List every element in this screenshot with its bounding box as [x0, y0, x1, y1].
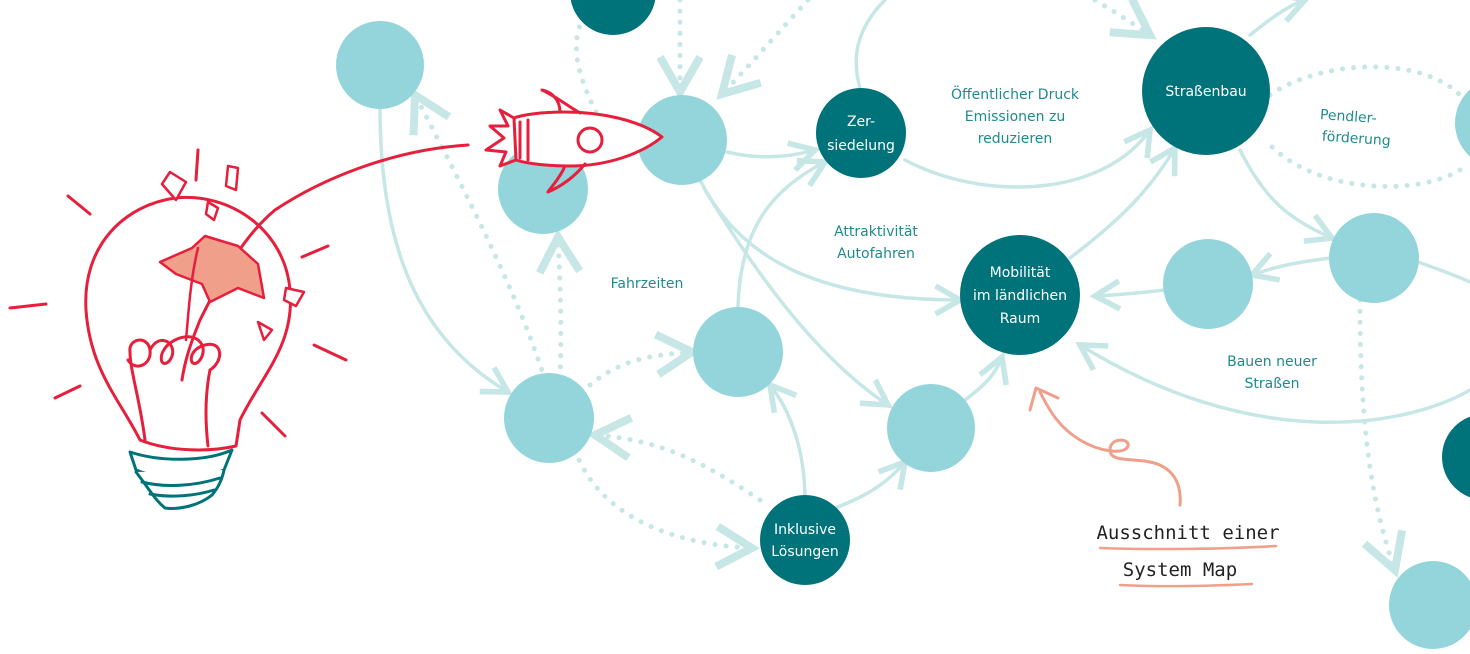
zersiedelung-label-2: siedelung [827, 138, 895, 154]
label-attraktivitaet-1: Attraktivität [834, 224, 918, 240]
label-pendler-1: Pendler- [1319, 107, 1377, 127]
node-mid-light[interactable] [693, 307, 783, 397]
edge-zersiedelung-to-strassenbau [903, 125, 1154, 189]
node-mid-left-light[interactable] [504, 373, 594, 463]
zersiedelung-label-1: Zer- [847, 114, 875, 130]
annotation-arrow-icon [1038, 390, 1182, 507]
inklusive-label-1: Inklusive [774, 522, 836, 538]
label-oeffentlicher-druck-2: Emissionen zu [965, 109, 1065, 125]
edge-dotted-mid-to-midlight [587, 330, 701, 388]
edge-dotted-mid-to-left [409, 87, 548, 383]
label-oeffentlicher-druck-3: reduzieren [978, 131, 1053, 147]
light-bulb-sketch-icon [8, 143, 470, 510]
edge-midlight-to-zersiedelung [736, 157, 831, 310]
node-mid-right-light[interactable] [1163, 239, 1253, 329]
annotation-line-2: System Map [1123, 559, 1237, 581]
edge-rightlight-to-midrightlight [1246, 251, 1332, 283]
annotation-line-1: Ausschnitt einer [1096, 522, 1279, 544]
mobilitaet-label-1: Mobilität [990, 265, 1051, 281]
label-bauen-neuer-strassen-2: Straßen [1244, 376, 1299, 392]
edge-dotted-mid-to-inklusive [572, 447, 761, 571]
nodes [336, 0, 1470, 649]
node-labels: Zer- siedelung Straßenbau Mobilität im l… [771, 84, 1246, 560]
mobilitaet-label-3: Raum [1000, 311, 1041, 327]
label-oeffentlicher-druck-1: Öffentlicher Druck [951, 85, 1080, 103]
annotation: Ausschnitt einer System Map [1028, 386, 1280, 588]
edge-lowerlight-to-mobilitaet [963, 351, 1009, 402]
edge-midrightlight-to-mobilitaet [1089, 278, 1166, 312]
mobilitaet-label-2: im ländlichen [973, 288, 1067, 304]
edge-top-to-zersiedelung [854, 0, 887, 90]
node-left-light[interactable] [336, 21, 424, 109]
edges [378, 0, 1470, 510]
node-right-light[interactable] [1329, 213, 1419, 303]
dotted-edges [409, 0, 1463, 578]
label-bauen-neuer-strassen-1: Bauen neuer [1227, 354, 1317, 370]
label-attraktivitaet-2: Autofahren [837, 246, 915, 262]
annotation-arrowhead-icon [1028, 386, 1060, 412]
node-zersiedelung[interactable] [816, 88, 906, 178]
edge-rocketnode-to-zersiedelung [725, 140, 821, 173]
node-edge-right-light[interactable] [1455, 78, 1470, 168]
node-inklusive[interactable] [760, 495, 850, 585]
edge-right-to-mobilitaet [1075, 342, 1470, 424]
rocket-sketch-icon [484, 88, 664, 194]
inklusive-label-2: Lösungen [771, 544, 839, 560]
edge-dotted-rightlight-to-bottomright [1357, 297, 1407, 578]
edge-labels: Öffentlicher Druck Emissionen zu reduzie… [611, 85, 1392, 392]
edge-dotted-mid-to-rocketsub [536, 228, 583, 381]
edge-dotted-to-strassenbau [1092, 0, 1157, 40]
label-fahrzeiten: Fahrzeiten [611, 276, 684, 292]
edge-strassenbau-to-rightlight [1238, 148, 1338, 244]
annotation-underline-2 [1118, 582, 1254, 588]
node-edge-right-dark[interactable] [1442, 414, 1470, 500]
node-lower-light[interactable] [887, 384, 975, 472]
edge-dotted-inklusive-to-mid [586, 414, 763, 503]
node-rocket-light[interactable] [637, 95, 727, 185]
edge-right-top [1248, 0, 1311, 37]
edge-mobilitaet-to-strassenbau [1068, 143, 1178, 260]
node-bottom-right-light[interactable] [1389, 561, 1470, 649]
edge-inklusive-to-midlight [766, 380, 807, 502]
edge-rightlight-to-edge [1416, 260, 1470, 284]
node-strassenbau[interactable] [1142, 27, 1270, 155]
edge-dotted-pendler-loop [1267, 64, 1463, 189]
annotation-underline-1 [1098, 544, 1278, 551]
edge-inklusive-to-lowerlight [833, 457, 909, 510]
edge-rocketnode-to-lowerlight [703, 188, 893, 409]
node-top-dark[interactable] [570, 0, 656, 35]
strassenbau-label: Straßenbau [1165, 84, 1246, 100]
label-pendler-2: förderung [1321, 129, 1391, 150]
edge-dotted-top-to-rocketnode [716, 0, 811, 100]
node-mobilitaet[interactable] [960, 235, 1080, 355]
